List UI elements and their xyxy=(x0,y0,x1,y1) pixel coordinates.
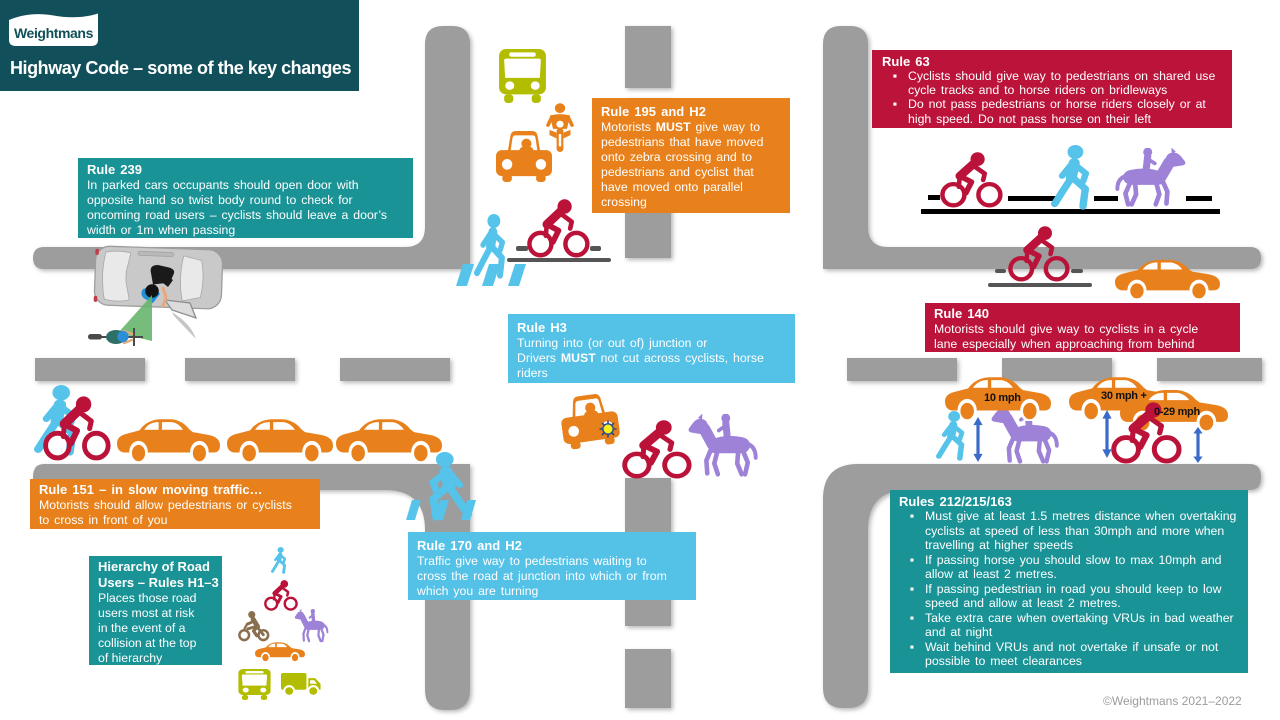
svg-text:Weightmans: Weightmans xyxy=(14,25,94,41)
